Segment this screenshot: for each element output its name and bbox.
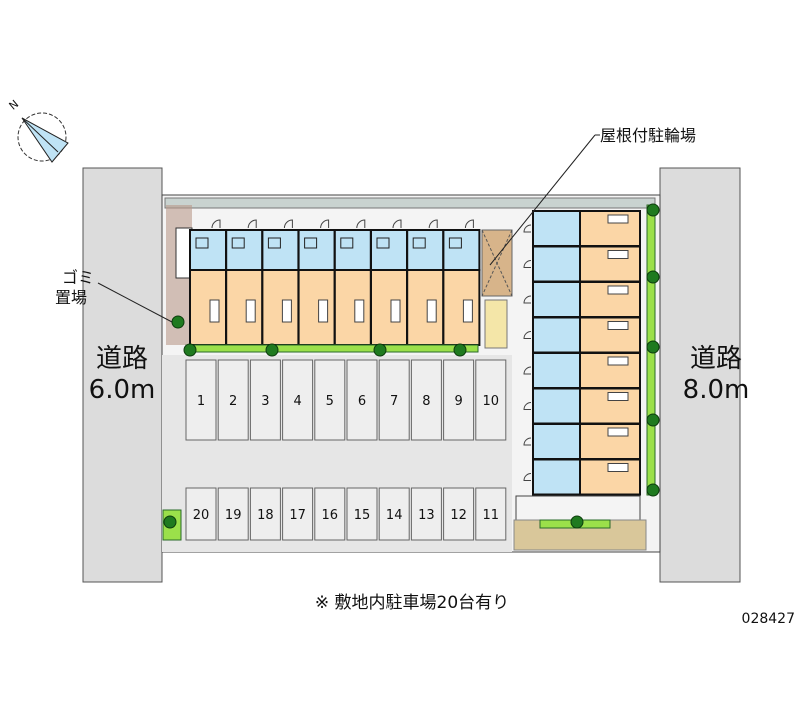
tree-icon [646,203,660,217]
apartment-unit [523,245,641,283]
tree-icon [183,343,197,357]
parking-space-number: 9 [454,394,462,409]
parking-space: 19 [217,487,249,541]
trees [163,203,660,529]
parking-space: 16 [314,487,346,541]
road-left [82,167,163,583]
parking-space: 18 [249,487,281,541]
tree-icon [646,413,660,427]
bike-shed-label: 屋根付駐輪場 [600,126,696,145]
road-left-width: 6.0m [89,375,156,405]
parking-space: 6 [346,359,378,441]
parking-space: 9 [443,359,475,441]
parking-space-number: 16 [322,508,339,523]
bike-shed-leader-line [489,134,596,266]
parking-space-number: 15 [354,508,371,523]
parking-space-number: 12 [450,508,467,523]
property-id: 028427 [742,611,795,627]
apartment-unit [261,219,300,346]
parking-space: 10 [475,359,507,441]
parking-space-number: 13 [418,508,435,523]
north-compass-icon: N [7,97,69,163]
parking-space: 2 [217,359,249,441]
apartment-unit [406,219,445,346]
parking-space-number: 19 [225,508,242,523]
apartment-unit [523,210,641,247]
parking-space: 15 [346,487,378,541]
parking-space: 20 [185,487,217,541]
tree-icon [373,343,387,357]
parking-space-number: 3 [261,394,269,409]
parking-space-number: 6 [358,394,366,409]
parking-space-number: 5 [326,394,334,409]
hedge-north [185,344,479,353]
garbage-leader-line [97,282,173,323]
road-left-name: 道路 [96,344,148,374]
parking-space-number: 14 [386,508,403,523]
tree-icon [163,515,177,529]
parking-space-number: 7 [390,394,398,409]
tree-icon [570,515,584,529]
parking-space: 5 [314,359,346,441]
north-building [189,219,481,346]
road-right-name: 道路 [690,344,742,374]
parking-space-number: 4 [293,394,301,409]
parking-space-number: 1 [197,394,205,409]
apartment-unit [523,352,641,389]
apartment-unit [523,316,641,354]
parking-space-number: 20 [193,508,210,523]
apartment-unit [442,219,481,346]
bike-shed [481,229,513,349]
parking-space-number: 11 [483,508,500,523]
road-right-width: 8.0m [683,375,750,405]
garbage-label-1: ゴミ [62,268,94,287]
apartment-unit [523,387,641,425]
parking-row-top: 1 2 3 4 5 6 7 8 9 10 [185,359,507,441]
road-right [659,167,741,583]
garbage-label-2: 置場 [55,288,87,307]
apartment-unit [523,458,641,496]
parking-note: ※ 敷地内駐車場20台有り [315,593,509,613]
east-building [515,210,641,521]
parking-space-number: 2 [229,394,237,409]
parking-space: 17 [282,487,314,541]
tree-icon [171,315,185,329]
north-fence [164,197,656,209]
parking-space: 4 [282,359,314,441]
parking-row-bottom: 20 19 18 17 16 15 14 13 12 11 [185,487,507,541]
apartment-unit [370,219,408,346]
apartment-unit [225,219,264,346]
parking-space: 3 [249,359,281,441]
tree-icon [646,483,660,497]
tree-icon [646,340,660,354]
tree-icon [453,343,467,357]
apartment-unit [523,281,641,318]
tree-icon [265,343,279,357]
parking-space: 7 [378,359,410,441]
parking-space: 13 [410,487,442,541]
apartment-unit [189,219,227,346]
parking-space: 12 [443,487,475,541]
apartment-unit [333,219,372,346]
north-label: N [7,97,22,112]
parking-space: 14 [378,487,410,541]
tree-icon [646,270,660,284]
parking-space-number: 17 [289,508,306,523]
parking-space-number: 8 [422,394,430,409]
apartment-unit [523,423,641,460]
apartment-unit [297,219,336,346]
parking-space-number: 10 [483,394,500,409]
parking-space-number: 18 [257,508,274,523]
parking-space: 11 [475,487,507,541]
parking-space: 1 [185,359,217,441]
parking-space: 8 [410,359,442,441]
